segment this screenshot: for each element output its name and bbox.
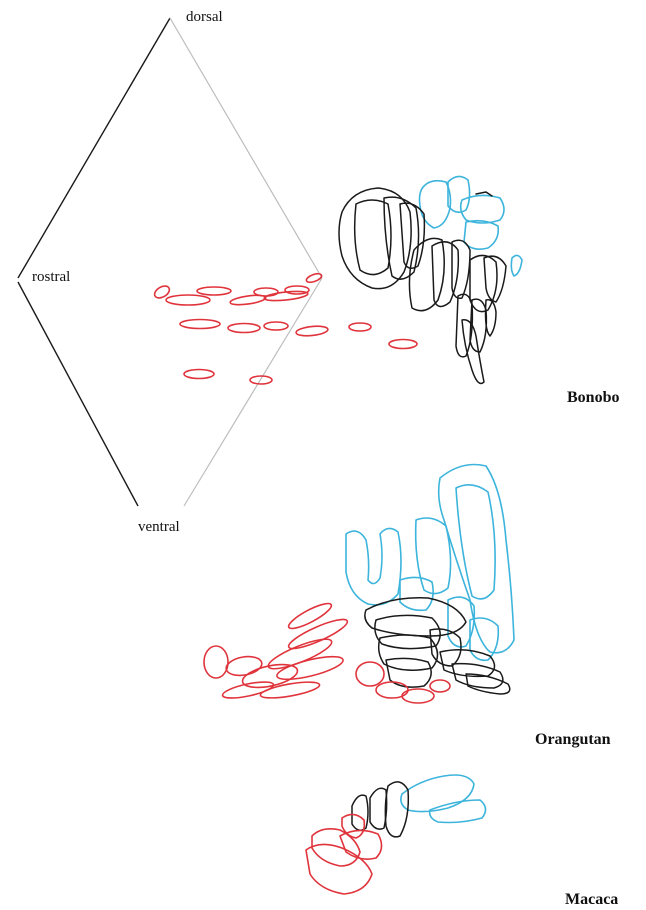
bonobo-black-shape <box>409 238 444 310</box>
macaca-black-shape <box>370 788 387 829</box>
macaca-black-group <box>352 782 408 837</box>
orangutan-red-blob <box>286 599 334 632</box>
orangutan-cyan-shape <box>346 528 401 604</box>
macaca-black-shape <box>385 782 408 837</box>
orangutan-red-blob <box>376 682 408 698</box>
orangutan-black-shape <box>386 658 431 687</box>
bonobo-black-shape <box>456 294 472 357</box>
orangutan-cyan-shape <box>456 485 495 599</box>
frame-edge-top-right <box>170 18 322 278</box>
label-ventral: ventral <box>138 520 180 535</box>
orangutan-cyan-shape <box>400 577 433 610</box>
species-label-bonobo: Bonobo <box>567 390 619 406</box>
bonobo-red-blob <box>180 320 220 329</box>
bonobo-red-blob <box>166 295 210 305</box>
bonobo-cyan-shape <box>464 221 498 249</box>
orangutan-black-shape <box>365 598 466 636</box>
macaca-red-shape <box>312 829 360 866</box>
macaca-red-shape <box>306 844 372 894</box>
orangutan-red-blob <box>204 646 228 678</box>
macaca-black-shape <box>352 795 368 830</box>
frame-edge-bottom-left <box>18 282 138 506</box>
bonobo-red-blob <box>285 286 309 294</box>
frame-edge-top-left <box>18 18 170 278</box>
species-label-macaca: Macaca <box>565 892 618 908</box>
macaca-cyan-shape <box>401 775 474 812</box>
bonobo-red-blob <box>197 287 231 295</box>
frame-edge-bottom-right <box>184 278 322 506</box>
bonobo-red-blob <box>250 376 272 384</box>
bonobo-red-blob <box>184 370 214 379</box>
species-label-orangutan: Orangutan <box>535 732 611 748</box>
bonobo-red-blob <box>296 325 329 337</box>
orangutan-red-blob <box>225 654 264 678</box>
bonobo-red-blob <box>389 340 417 349</box>
bonobo-red-blob <box>349 323 371 331</box>
orangutan-red-blob <box>275 652 345 684</box>
orangutan-black-shape <box>440 650 495 677</box>
orientation-frame <box>18 18 322 506</box>
bonobo-red-blob <box>264 322 288 330</box>
label-rostral: rostral <box>32 270 70 285</box>
bonobo-black-shape <box>339 188 411 289</box>
bonobo-cyan-shape <box>448 176 470 212</box>
orangutan-cyan-shape <box>416 518 451 594</box>
orangutan-red-blob <box>265 634 334 674</box>
bonobo-cyan-shape <box>511 255 522 276</box>
bonobo-black-shape <box>432 242 458 307</box>
bonobo-red-blob <box>254 288 278 296</box>
orangutan-red-blob <box>356 662 384 686</box>
label-dorsal: dorsal <box>186 10 223 25</box>
bonobo-red-blob <box>228 324 260 333</box>
macaca-cyan-group <box>401 775 486 823</box>
orangutan-red-blob <box>402 689 434 703</box>
macaca-red-group <box>306 814 382 894</box>
orangutan-red-blob <box>430 680 450 692</box>
